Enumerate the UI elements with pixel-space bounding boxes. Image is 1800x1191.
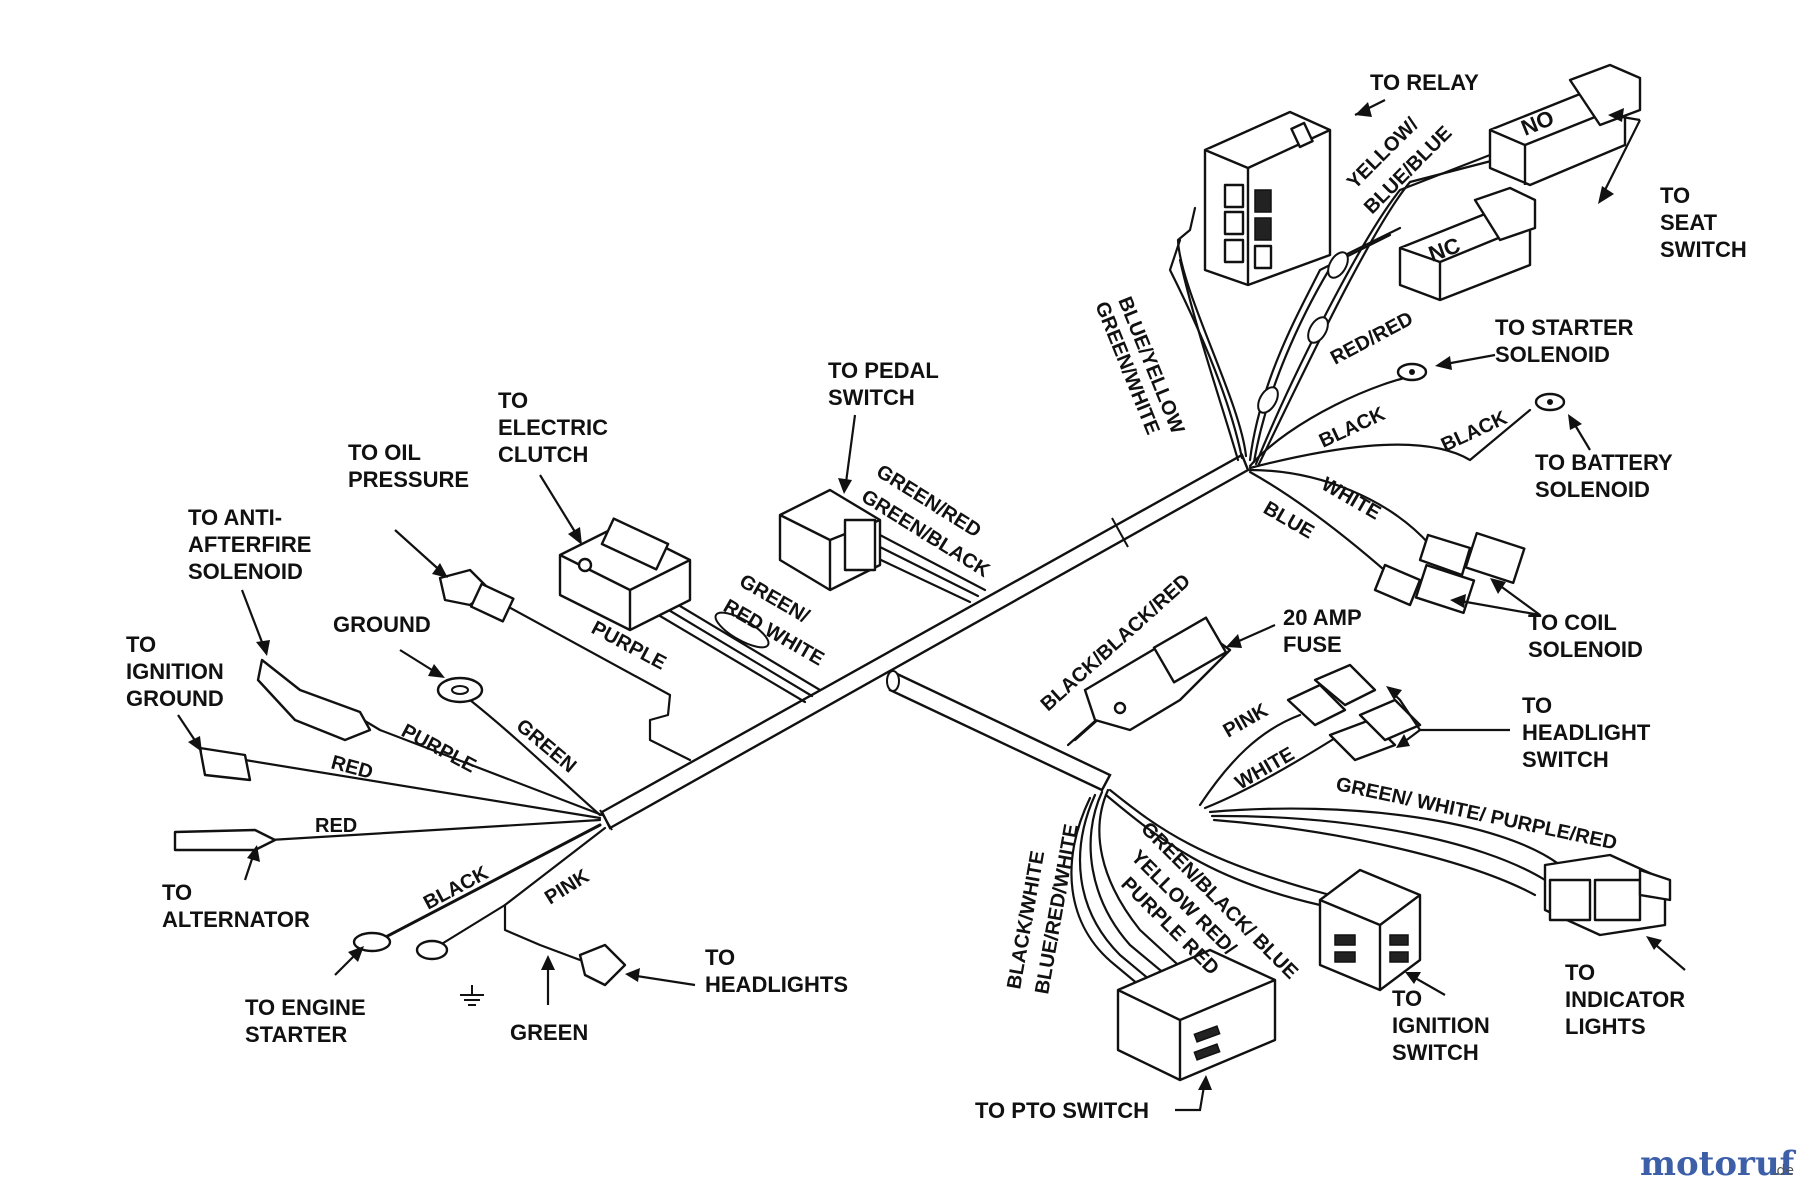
label-to-seat-switch-2: SEAT (1660, 210, 1718, 235)
label-to-ignition-switch-3: SWITCH (1392, 1040, 1479, 1065)
label-to-pto-switch: TO PTO SWITCH (975, 1098, 1149, 1123)
pointer-arrows (177, 99, 1686, 1112)
label-to-engine-starter-2: STARTER (245, 1022, 347, 1047)
label-to-headlight-switch-2: HEADLIGHT (1522, 720, 1651, 745)
seat-switch-nc-connector: NC (1398, 186, 1537, 302)
watermark-tld: .de (1772, 1163, 1794, 1179)
label-to-pedal-switch-2: SWITCH (828, 385, 915, 410)
lower-right-bundle (1070, 663, 1672, 1082)
wire-red-2: RED (315, 815, 357, 837)
wire-white-2: WHITE (1232, 743, 1299, 794)
label-to-indicator-lights-2: INDICATOR (1565, 987, 1685, 1012)
label-to-alternator-1: TO (162, 880, 192, 905)
fuse-branch (1066, 616, 1232, 747)
wire-pink-2: PINK (1220, 699, 1273, 742)
label-to-indicator-lights-3: LIGHTS (1565, 1014, 1646, 1039)
wire-green-2: GREEN (510, 1020, 588, 1045)
wire-red-red: RED/RED (1327, 308, 1417, 370)
left-bundle (173, 658, 627, 1006)
label-to-coil-solenoid-2: SOLENOID (1528, 637, 1643, 662)
label-to-ignition-switch-2: IGNITION (1392, 1013, 1490, 1038)
label-ground: GROUND (333, 612, 431, 637)
wire-green-1: GREEN (512, 715, 581, 778)
seat-switch-no-connector: NO (1488, 63, 1642, 187)
label-to-ignition-ground-2: IGNITION (126, 659, 224, 684)
label-to-battery-solenoid-2: SOLENOID (1535, 477, 1650, 502)
label-to-oil-pressure-1: TO OIL (348, 440, 421, 465)
label-to-seat-switch-1: TO (1660, 183, 1690, 208)
label-fuse-1: 20 AMP (1283, 605, 1362, 630)
label-to-alternator-2: ALTERNATOR (162, 907, 310, 932)
label-fuse-2: FUSE (1283, 632, 1342, 657)
label-to-relay: TO RELAY (1370, 70, 1479, 95)
label-to-starter-solenoid-2: SOLENOID (1495, 342, 1610, 367)
wire-purple-2: PURPLE (398, 720, 480, 778)
label-to-headlight-switch-3: SWITCH (1522, 747, 1609, 772)
wire-green-white-purple-red: GREEN/ WHITE/ PURPLE/RED (1334, 773, 1619, 854)
label-to-ignition-ground-1: TO (126, 632, 156, 657)
label-to-electric-clutch-2: ELECTRIC (498, 415, 608, 440)
label-to-indicator-lights-1: TO (1565, 960, 1595, 985)
relay-connector (1203, 110, 1332, 287)
label-to-seat-switch-3: SWITCH (1660, 237, 1747, 262)
label-to-anti-afterfire-3: SOLENOID (188, 559, 303, 584)
label-to-electric-clutch-1: TO (498, 388, 528, 413)
wire-blue-1: BLUE (1260, 497, 1318, 543)
label-to-electric-clutch-3: CLUTCH (498, 442, 588, 467)
wire-red-1: RED (329, 752, 375, 784)
label-to-ignition-ground-3: GROUND (126, 686, 224, 711)
label-to-anti-afterfire-2: AFTERFIRE (188, 532, 311, 557)
label-to-oil-pressure-2: PRESSURE (348, 467, 469, 492)
label-to-headlights-1: TO (705, 945, 735, 970)
label-to-headlight-switch-1: TO (1522, 693, 1552, 718)
starter-solenoid-terminal (1396, 362, 1428, 382)
watermark: motoruf .de (1640, 1144, 1797, 1184)
label-to-coil-solenoid-1: TO COIL (1528, 610, 1617, 635)
upper-right-bundle (1168, 153, 1532, 577)
label-to-battery-solenoid-1: TO BATTERY (1535, 450, 1673, 475)
battery-solenoid-terminal (1534, 392, 1566, 412)
label-to-ignition-switch-1: TO (1392, 986, 1422, 1011)
oil-pressure-branch (438, 568, 692, 762)
coil-solenoid-connectors (1373, 531, 1526, 615)
main-harness (599, 453, 1250, 831)
label-to-pedal-switch-1: TO PEDAL (828, 358, 939, 383)
pedal-switch-branch (778, 488, 987, 604)
callout-labels: TO RELAY TO SEAT SWITCH TO STARTER SOLEN… (126, 70, 1747, 1123)
label-to-headlights-2: HEADLIGHTS (705, 972, 848, 997)
label-to-anti-afterfire-1: TO ANTI- (188, 505, 282, 530)
label-to-engine-starter-1: TO ENGINE (245, 995, 366, 1020)
label-to-starter-solenoid-1: TO STARTER (1495, 315, 1634, 340)
wire-black-2: BLACK (1438, 407, 1511, 457)
wire-white-1: WHITE (1318, 473, 1385, 524)
watermark-brand: motoruf (1640, 1144, 1797, 1184)
electric-clutch-branch (558, 517, 822, 704)
